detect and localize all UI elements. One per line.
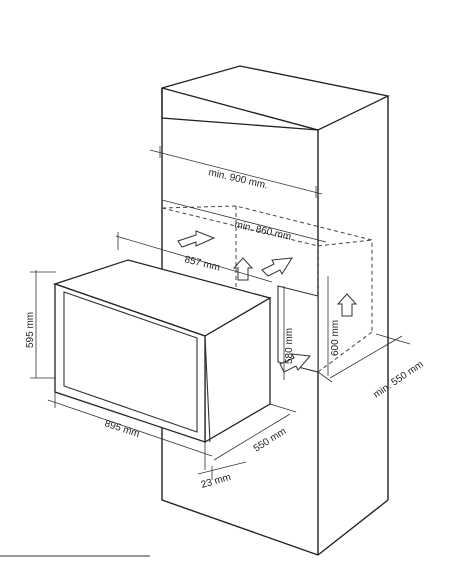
airflow-arrows [177,230,358,373]
label-857: 857 mm [183,254,221,273]
label-min-900: min. 900 mm. [207,167,268,191]
microwave-unit [52,259,272,444]
label-23: 23 mm [200,472,232,491]
arrow-icon [279,353,311,373]
label-595: 595 mm [25,312,36,348]
label-min-550: min. 550 mm [372,359,426,400]
arrow-icon [177,230,216,248]
dimension-lines [30,146,411,480]
label-580: 580 mm [284,328,295,364]
label-550: 550 mm [252,426,288,454]
arrow-icon [261,257,293,277]
label-600: 600 mm [330,320,341,356]
cabinet-column [161,65,391,556]
label-min-860: min. 860 mm [233,219,292,243]
arrow-icon [336,293,358,317]
label-895: 895 mm [103,418,141,440]
arrow-icon [232,257,254,281]
